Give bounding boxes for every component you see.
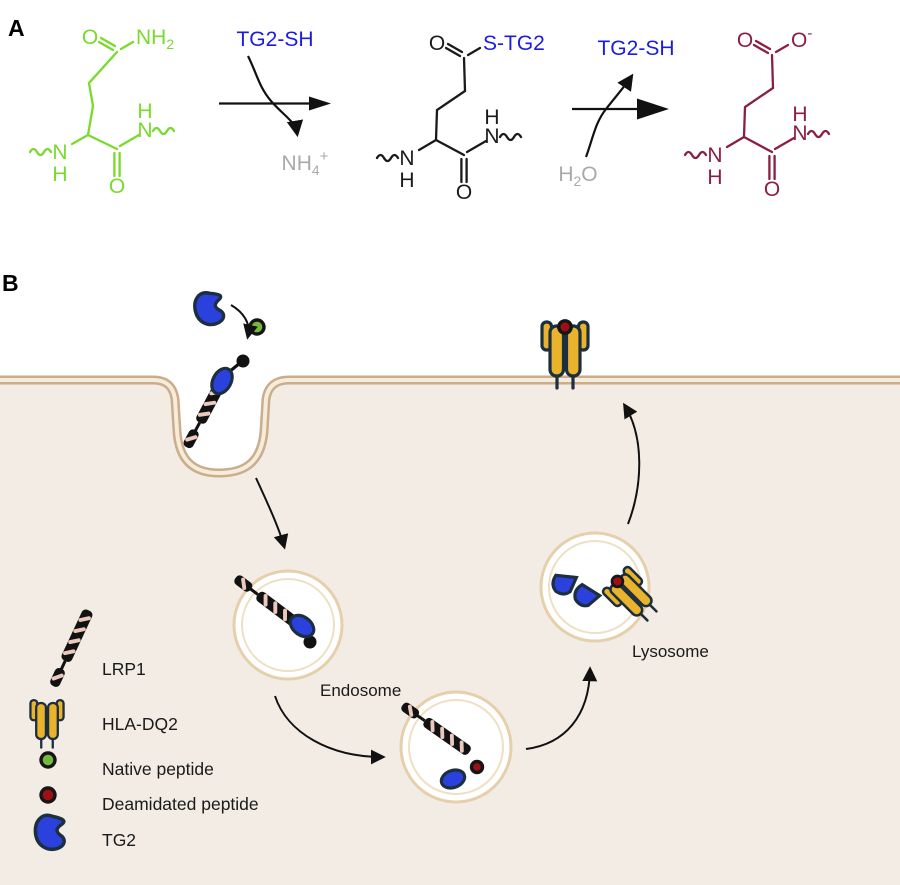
backbone-hydrogen-left: H: [707, 166, 722, 189]
backbone-nitrogen-right: N: [484, 125, 499, 148]
lysosome-label: Lysosome: [632, 642, 709, 661]
arrowhead: [637, 98, 669, 120]
water-label: H2O: [558, 163, 597, 189]
legend-label-hla-dq2: HLA-DQ2: [102, 714, 178, 734]
substituent-label: S-TG2: [483, 32, 545, 55]
deamidated-peptide-dot: [469, 759, 485, 775]
native-peptide-icon: [39, 751, 57, 769]
backbone-hydrogen-right: H: [484, 106, 499, 129]
hla-dq2-surface: [540, 319, 590, 390]
water-curve: [584, 73, 634, 158]
backbone-hydrogen-right: H: [137, 100, 152, 123]
legend-label-native-peptide: Native peptide: [102, 759, 214, 779]
reaction-arrow-1: TG2-SH NH4+: [219, 28, 331, 178]
bound-peptide-dot: [303, 635, 317, 649]
arrow-lysosome-to-membrane: [623, 402, 641, 525]
deamidated-peptide-dot: [610, 574, 625, 589]
backbone-hydrogen-left: H: [52, 163, 67, 186]
arrow-pit-to-endosome: [255, 477, 289, 550]
panel-b-label: B: [2, 270, 19, 296]
tg2-bound-to-lrp1: [210, 366, 234, 396]
hla-dq2-loading: [600, 564, 667, 631]
backbone-oxygen: O: [456, 181, 472, 204]
bound-peptide-dot: [236, 354, 250, 368]
endosome-contents: [230, 571, 317, 649]
deamidated-peptide-dot: [557, 319, 573, 335]
tg2-bound-to-lrp1: [288, 613, 316, 639]
arrow-endosome-to-late-endosome: [274, 695, 386, 765]
native-peptide-dot: [248, 318, 266, 336]
late-endosome-contents: [397, 698, 485, 790]
carbonyl-oxygen: O: [429, 32, 445, 55]
arrow-tg2-to-receptor: [230, 304, 258, 340]
reaction-arrow-2: TG2-SH H2O: [558, 37, 674, 189]
lysosome-contents: [550, 564, 667, 631]
legend-label-deamidated-peptide: Deamidated peptide: [102, 794, 259, 814]
backbone-hydrogen-left: H: [399, 169, 414, 192]
legend-label-tg2: TG2: [102, 830, 136, 850]
carbonyl-oxygen: O: [737, 29, 753, 52]
ammonium-label: NH4+: [282, 148, 329, 178]
tg2-released: [439, 768, 467, 790]
substituent-label: NH2: [136, 26, 174, 52]
legend-label-lrp1: LRP1: [102, 659, 146, 679]
cell-interior: [0, 380, 900, 885]
endosome-label: Endosome: [320, 681, 401, 700]
legend: LRP1 HLA-DQ2 Native peptide Deamidated p…: [29, 606, 259, 852]
tg2-sh-label-2: TG2-SH: [597, 37, 674, 60]
panel-a-label: A: [8, 15, 25, 41]
lrp1-receptor-in-pit: [179, 354, 250, 452]
backbone-nitrogen-left: N: [707, 144, 722, 167]
backbone-nitrogen-right: N: [792, 122, 807, 145]
arrow-late-endosome-to-lysosome: [525, 666, 598, 750]
tg2-sh-label-1: TG2-SH: [236, 28, 313, 51]
backbone-nitrogen-right: N: [137, 119, 152, 142]
carbonyl-oxygen: O: [82, 26, 98, 49]
catalyst-curve-1: [247, 55, 304, 138]
deamidated-peptide-icon: [39, 786, 57, 804]
backbone-nitrogen-left: N: [399, 147, 414, 170]
backbone-hydrogen-right: H: [792, 103, 807, 126]
plasma-membrane-inner: [0, 378, 900, 476]
substituent-label: O-: [791, 25, 812, 52]
tg2-enzyme-extracellular: [191, 289, 227, 329]
backbone-nitrogen-left: N: [52, 141, 67, 164]
backbone-oxygen: O: [764, 178, 780, 201]
arrowhead: [309, 96, 331, 111]
backbone-oxygen: O: [109, 175, 125, 198]
